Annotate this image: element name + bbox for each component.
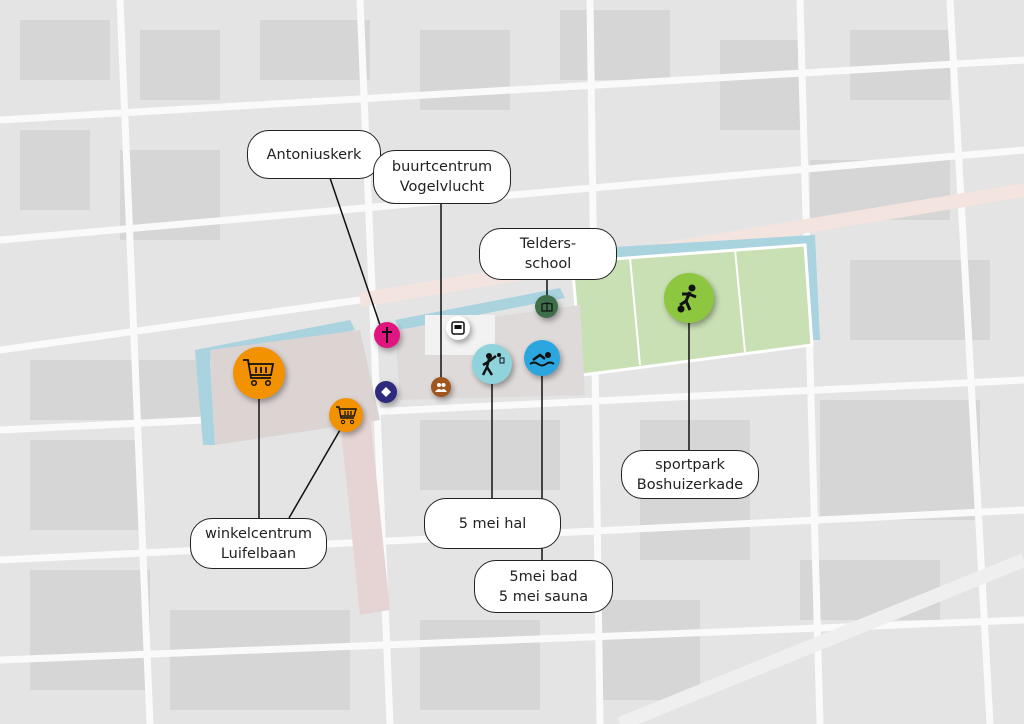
label-text: Boshuizerkade — [636, 476, 744, 493]
label-text: Telders- — [519, 236, 577, 252]
label-text: Antoniuskerk — [266, 146, 362, 163]
label-antoniuskerk[interactable]: Antoniuskerk — [247, 130, 381, 179]
book-icon — [540, 301, 553, 312]
parking-marker[interactable] — [446, 316, 470, 340]
label-buurtcentrum-vogelvlucht[interactable]: buurtcentrum Vogelvlucht — [373, 150, 511, 204]
police-marker[interactable] — [375, 381, 397, 403]
label-text: Luifelbaan — [220, 545, 297, 562]
supermarket-marker-large[interactable] — [233, 347, 285, 399]
label-text: Vogelvlucht — [399, 179, 485, 195]
label-text: 5 mei hal — [458, 515, 527, 532]
football-marker[interactable] — [664, 273, 714, 323]
label-text: winkelcentrum — [205, 525, 312, 542]
label-text: 5mei bad — [509, 568, 578, 585]
car-icon — [451, 321, 465, 335]
football-player-icon — [677, 284, 697, 313]
label-sportpark-boshuizerkade[interactable]: sportpark Boshuizerkade — [621, 450, 759, 499]
label-text: 5 mei sauna — [498, 588, 589, 605]
basketball-player-icon — [481, 353, 505, 376]
label-text: school — [524, 256, 572, 272]
shopping-cart-icon — [336, 406, 357, 425]
supermarket-marker-small[interactable] — [329, 398, 363, 432]
label-winkelcentrum-luifelbaan[interactable]: winkelcentrum Luifelbaan — [190, 518, 327, 569]
school-marker[interactable] — [535, 295, 558, 318]
label-5-mei-hal[interactable]: 5 mei hal — [424, 498, 561, 549]
sport-hall-marker[interactable] — [472, 344, 512, 384]
police-icon — [381, 387, 391, 397]
label-text: buurtcentrum — [391, 159, 493, 175]
church-marker[interactable] — [374, 322, 400, 348]
swimmer-icon — [529, 352, 555, 367]
cross-icon — [382, 327, 392, 343]
swimming-pool-marker[interactable] — [524, 340, 560, 376]
label-5mei-bad-sauna[interactable]: 5mei bad 5 mei sauna — [474, 560, 613, 613]
people-icon — [435, 383, 447, 392]
label-teldersschool[interactable]: Telders- school — [479, 228, 617, 280]
building-blocks — [20, 10, 990, 710]
community-centre-marker[interactable] — [431, 377, 451, 397]
shopping-cart-icon — [243, 359, 275, 387]
label-text: sportpark — [655, 456, 725, 473]
